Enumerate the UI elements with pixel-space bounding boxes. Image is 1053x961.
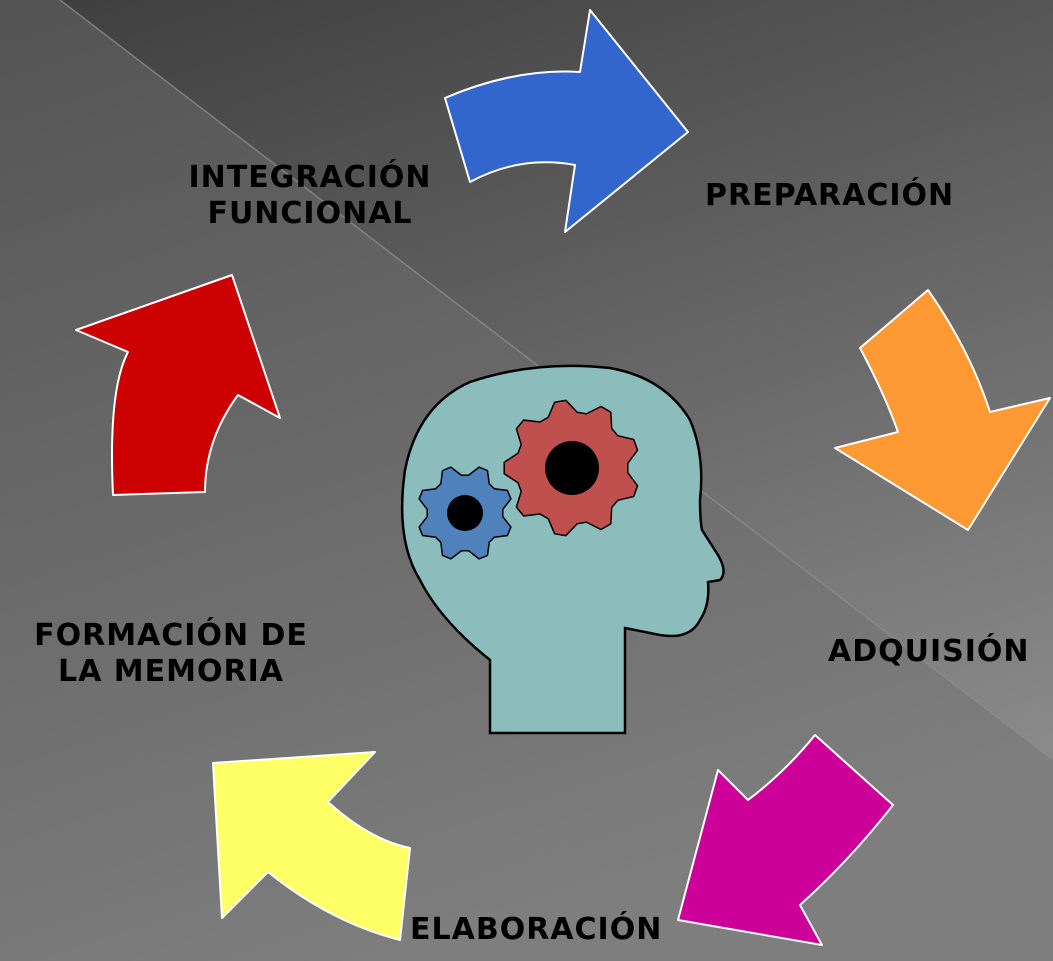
label-line: ELABORACIÓN (410, 912, 663, 947)
arrow-formacion-memoria (212, 751, 411, 941)
arrow-adquisicion (834, 289, 1051, 531)
head-silhouette (400, 364, 725, 735)
label-line: FUNCIONAL (207, 196, 413, 231)
label-adquisicion: ADQUISIÓN (828, 634, 1030, 670)
label-line: ADQUISIÓN (828, 634, 1030, 669)
arrow-preparacion (444, 9, 689, 233)
label-line: FORMACIÓN DE (34, 618, 308, 653)
label-formacion-memoria: FORMACIÓN DE LA MEMORIA (20, 618, 322, 690)
label-line: LA MEMORIA (58, 654, 284, 689)
head-with-gears-icon (400, 364, 725, 735)
label-elaboracion: ELABORACIÓN (410, 912, 662, 948)
arrow-integracion-funcional (75, 274, 281, 496)
small-gear-hole (447, 495, 483, 531)
label-line: PREPARACIÓN (705, 178, 955, 213)
label-preparacion: PREPARACIÓN (705, 178, 954, 214)
large-gear-hole (545, 441, 599, 495)
label-line: INTEGRACIÓN (188, 160, 432, 195)
arrow-elaboracion (677, 734, 894, 946)
label-integracion-funcional: INTEGRACIÓN FUNCIONAL (176, 160, 444, 232)
